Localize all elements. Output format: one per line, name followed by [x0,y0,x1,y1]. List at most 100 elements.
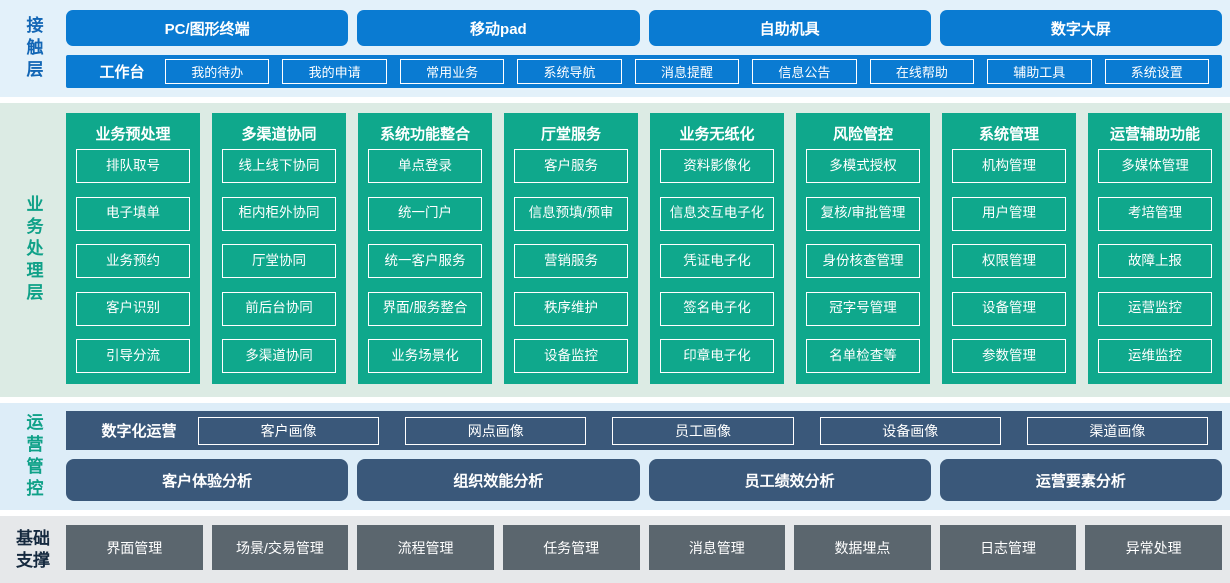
column-header: 业务预处理 [95,126,171,143]
biz-item: 用户管理 [952,196,1066,231]
analysis-operation-elements: 运营要素分析 [939,459,1222,501]
foundation-data-tracking: 数据埋点 [794,525,931,570]
biz-item: 引导分流 [76,339,190,373]
digital-operation-label: 数字化运营 [101,423,177,440]
biz-item: 权限管理 [952,244,1066,278]
column-header: 运营辅助功能 [1109,126,1200,143]
biz-item: 运维监控 [1098,339,1212,373]
business-layer-label: 业务处理层 [23,195,43,305]
column-header: 系统管理 [978,126,1039,143]
foundation-scene-transaction-management: 场景/交易管理 [211,525,349,570]
biz-item: 设备管理 [952,291,1066,326]
workbench-item-auxiliary-tools: 辅助工具 [987,59,1092,84]
biz-item: 多模式授权 [806,149,920,183]
business-processing-layer: 业务处理层 业务预处理 排队取号 电子填单 业务预约 客户识别 引导分流 多渠道… [0,103,1230,397]
workbench-item-my-applications: 我的申请 [282,59,387,84]
biz-item: 多媒体管理 [1098,149,1212,183]
biz-item: 名单检查等 [806,339,920,373]
workbench-label: 工作台 [99,64,145,81]
analysis-row: 客户体验分析 组织效能分析 员工绩效分析 运营要素分析 [66,459,1222,501]
biz-item: 信息交互电子化 [660,196,774,231]
workbench-item-system-settings: 系统设置 [1104,59,1209,84]
contact-layer: 接触层 PC/图形终端 移动pad 自助机具 数字大屏 工作台 我的待办 我的申… [0,0,1230,97]
biz-item: 复核/审批管理 [806,196,920,231]
foundation-layer-gutter: 基础支撑 [0,516,66,583]
analysis-organization-efficiency: 组织效能分析 [357,459,640,501]
workbench-item-system-navigation: 系统导航 [517,59,622,84]
column-system-management: 系统管理 机构管理 用户管理 权限管理 设备管理 参数管理 [942,113,1076,384]
terminal-mobile-pad: 移动pad [357,10,640,46]
biz-item: 冠字号管理 [806,291,920,326]
contact-layer-gutter: 接触层 [0,0,66,97]
column-operation-auxiliary-functions: 运营辅助功能 多媒体管理 考培管理 故障上报 运营监控 运维监控 [1088,113,1222,384]
biz-item: 统一客户服务 [368,244,482,278]
biz-item: 签名电子化 [660,291,774,326]
column-header: 厅堂服务 [540,126,601,143]
column-business-preprocessing: 业务预处理 排队取号 电子填单 业务预约 客户识别 引导分流 [66,113,200,384]
foundation-process-management: 流程管理 [357,525,494,570]
foundation-message-management: 消息管理 [648,525,786,570]
foundation-log-management: 日志管理 [939,525,1077,570]
biz-item: 印章电子化 [660,339,774,373]
portrait-employee: 员工画像 [612,416,794,445]
portrait-items: 客户画像 网点画像 员工画像 设备画像 渠道画像 [198,416,1209,445]
biz-item: 机构管理 [952,149,1066,183]
biz-item: 前后台协同 [222,291,336,326]
workbench-items: 我的待办 我的申请 常用业务 系统导航 消息提醒 信息公告 在线帮助 辅助工具 … [165,59,1209,84]
business-layer-gutter: 业务处理层 [0,103,66,397]
column-header: 系统功能整合 [379,126,470,143]
terminal-digital-screen: 数字大屏 [939,10,1222,46]
terminal-self-service: 自助机具 [648,10,931,46]
biz-item: 参数管理 [952,339,1066,373]
biz-item: 电子填单 [76,196,190,231]
business-columns: 业务预处理 排队取号 电子填单 业务预约 客户识别 引导分流 多渠道协同 线上线… [66,113,1222,384]
biz-item: 秩序维护 [514,291,628,326]
biz-item: 运营监控 [1098,291,1212,326]
biz-item: 客户识别 [76,291,190,326]
biz-item: 身份核查管理 [806,244,920,278]
operation-control-layer: 运营管控 数字化运营 客户画像 网点画像 员工画像 设备画像 渠道画像 客户体验… [0,403,1230,510]
terminal-pc: PC/图形终端 [66,10,349,46]
portrait-channel: 渠道画像 [1026,416,1209,445]
analysis-employee-performance: 员工绩效分析 [648,459,931,501]
workbench-item-common-business: 常用业务 [399,59,505,84]
biz-item: 营销服务 [514,244,628,278]
biz-item: 资料影像化 [660,149,774,183]
column-hall-service: 厅堂服务 客户服务 信息预填/预审 营销服务 秩序维护 设备监控 [504,113,638,384]
biz-item: 设备监控 [514,339,628,373]
biz-item: 界面/服务整合 [368,291,482,326]
biz-item: 业务场景化 [368,339,482,373]
operation-layer-gutter: 运营管控 [0,403,66,510]
biz-item: 线上线下协同 [222,149,336,183]
contact-layer-label: 接触层 [23,15,43,82]
foundation-layer-label: 基础支撑 [16,529,50,570]
biz-item: 业务预约 [76,244,190,278]
foundation-task-management: 任务管理 [502,525,640,570]
biz-item: 信息预填/预审 [514,196,628,231]
biz-item: 凭证电子化 [660,244,774,278]
workbench-item-online-help: 在线帮助 [869,59,975,84]
biz-item: 厅堂协同 [222,244,336,278]
biz-item: 排队取号 [76,149,190,183]
column-multichannel-collaboration: 多渠道协同 线上线下协同 柜内柜外协同 厅堂协同 前后台协同 多渠道协同 [212,113,346,384]
column-header: 多渠道协同 [241,126,317,143]
operation-layer-label: 运营管控 [23,412,43,501]
biz-item: 柜内柜外协同 [222,196,336,231]
workbench-bar: 工作台 我的待办 我的申请 常用业务 系统导航 消息提醒 信息公告 在线帮助 辅… [66,55,1222,88]
column-paperless-business: 业务无纸化 资料影像化 信息交互电子化 凭证电子化 签名电子化 印章电子化 [650,113,784,384]
portrait-device: 设备画像 [819,416,1001,445]
biz-item: 故障上报 [1098,244,1212,278]
portrait-customer: 客户画像 [198,416,380,445]
foundation-support-layer: 基础支撑 界面管理 场景/交易管理 流程管理 任务管理 消息管理 数据埋点 日志… [0,516,1230,583]
foundation-layer-content: 界面管理 场景/交易管理 流程管理 任务管理 消息管理 数据埋点 日志管理 异常… [66,516,1230,583]
column-header: 风险管控 [832,126,893,143]
operation-layer-content: 数字化运营 客户画像 网点画像 员工画像 设备画像 渠道画像 客户体验分析 组织… [66,403,1230,510]
analysis-customer-experience: 客户体验分析 [66,459,349,501]
foundation-ui-management: 界面管理 [66,525,203,570]
column-system-function-integration: 系统功能整合 单点登录 统一门户 统一客户服务 界面/服务整合 业务场景化 [358,113,492,384]
biz-item: 统一门户 [368,196,482,231]
biz-item: 单点登录 [368,149,482,183]
biz-item: 多渠道协同 [222,339,336,373]
column-header: 业务无纸化 [679,126,755,143]
